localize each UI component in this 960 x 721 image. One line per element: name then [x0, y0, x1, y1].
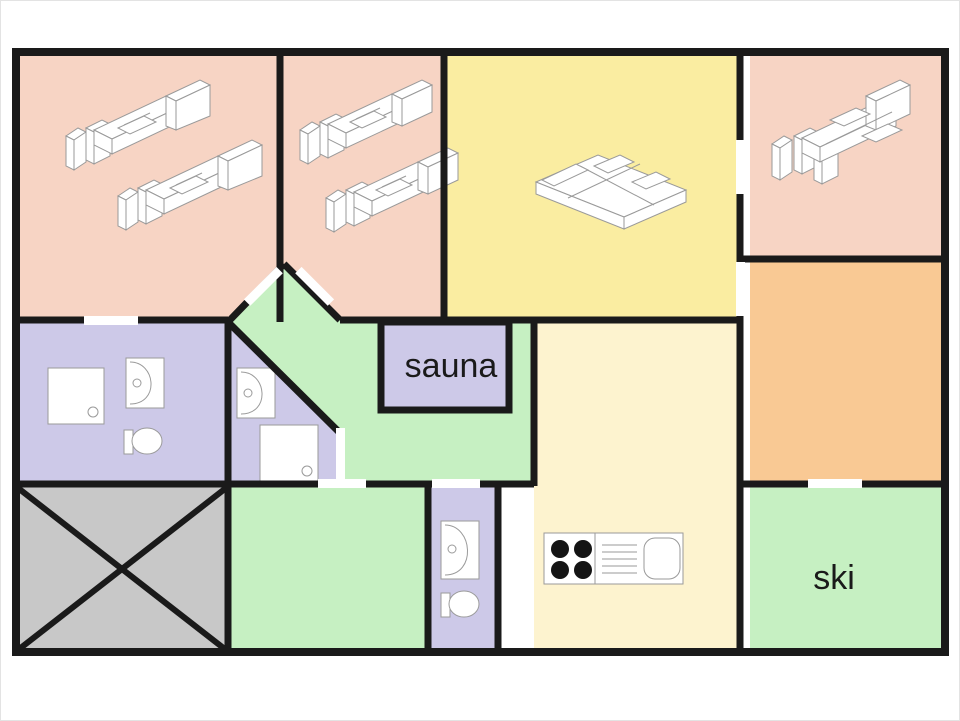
- exterior-wall: [12, 48, 949, 656]
- bed-single-4: [325, 147, 460, 233]
- room-kitchen[interactable]: [534, 320, 740, 652]
- burner: [551, 561, 569, 579]
- door-hallway-left[interactable]: [243, 266, 283, 306]
- door-wc[interactable]: [432, 479, 480, 488]
- sink-basin-bath2: [236, 367, 276, 419]
- burner: [574, 561, 592, 579]
- bed-single-2: [117, 139, 264, 231]
- sink-basin-wc: [440, 520, 480, 580]
- bed-double-right: [771, 79, 912, 185]
- door-bedroom-3-a[interactable]: [736, 140, 745, 194]
- door-hallway-right[interactable]: [295, 266, 335, 306]
- sauna-label: sauna: [405, 347, 498, 385]
- wall-sauna-box: [377, 318, 513, 414]
- furniture-layer: [47, 79, 912, 618]
- room-utility[interactable]: [228, 486, 428, 652]
- bed-single-3: [299, 79, 434, 165]
- door-bedroom-1[interactable]: [84, 316, 138, 325]
- room-sauna[interactable]: [381, 322, 509, 410]
- door-openings: [84, 140, 862, 488]
- door-ski-room[interactable]: [808, 479, 862, 488]
- wall-bath2-diagonal: [225, 319, 344, 437]
- door-bedroom-3-b[interactable]: [736, 262, 745, 316]
- door-utility[interactable]: [318, 479, 366, 488]
- door-bathroom-2[interactable]: [336, 428, 345, 480]
- room-labels: sauna ski: [405, 347, 855, 597]
- sink-basin-bath1: [125, 357, 165, 409]
- shower-tray-bath1: [47, 367, 105, 425]
- burner: [551, 540, 569, 558]
- cooktop-and-sink: [543, 532, 684, 585]
- bed-single-1: [65, 79, 212, 171]
- bed-double-flat: [534, 154, 688, 230]
- garage-cross-marks: [16, 485, 228, 653]
- shower-tray-bath2: [259, 424, 319, 484]
- toilet-wc: [440, 590, 480, 618]
- toilet-bath1: [123, 427, 163, 455]
- burner: [574, 540, 592, 558]
- room-storage[interactable]: [750, 260, 946, 486]
- ski-label: ski: [813, 559, 855, 597]
- room-skiroom[interactable]: [750, 486, 946, 652]
- wall-angled-right: [281, 261, 343, 323]
